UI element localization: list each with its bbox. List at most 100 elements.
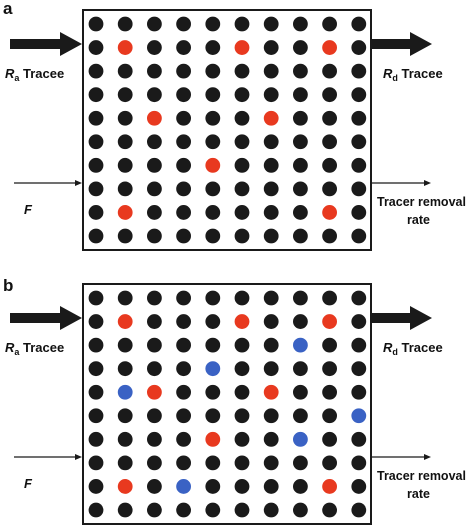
black-dot (176, 228, 192, 244)
inflow-arrow (10, 306, 82, 330)
outflow-label: Rd Tracee (383, 340, 443, 357)
black-dot (88, 87, 104, 103)
blue-tracer-dot (205, 361, 221, 377)
black-dot (351, 479, 367, 494)
red-tracer-dot (322, 479, 337, 494)
black-dot (176, 384, 192, 400)
inflow-symbol: R (5, 66, 15, 81)
black-dot (176, 408, 192, 424)
black-dot (351, 431, 367, 447)
black-dot (322, 181, 337, 197)
black-dot (117, 408, 133, 424)
black-dot (205, 314, 221, 329)
black-dot (322, 502, 337, 518)
black-dot (176, 314, 192, 329)
black-dot (234, 408, 250, 424)
black-dot (234, 479, 250, 494)
red-tracer-dot (117, 205, 133, 220)
tracer-inflow-label: F (24, 476, 33, 491)
red-tracer-dot (117, 479, 133, 494)
black-dot (88, 110, 104, 126)
outflow-symbol: R (383, 340, 393, 355)
black-dot (176, 87, 192, 103)
black-dot (293, 455, 308, 471)
red-tracer-dot (147, 110, 162, 126)
black-dot (263, 87, 279, 103)
black-dot (351, 290, 367, 306)
black-dot (351, 337, 367, 353)
panel-letter: a (3, 0, 13, 18)
black-dot (293, 181, 308, 197)
black-dot (147, 455, 162, 471)
black-dot (351, 384, 367, 400)
black-dot (351, 110, 367, 126)
black-dot (147, 228, 162, 244)
inflow-arrow (10, 32, 82, 56)
red-tracer-dot (205, 157, 221, 173)
black-dot (263, 337, 279, 353)
blue-tracer-dot (176, 479, 192, 494)
black-dot (88, 408, 104, 424)
tracer-inflow-arrow-head (75, 180, 82, 186)
black-dot (234, 63, 250, 79)
tracer-inflow-arrow-head (75, 454, 82, 460)
black-dot (117, 455, 133, 471)
black-dot (176, 181, 192, 197)
black-dot (176, 157, 192, 173)
black-dot (88, 479, 104, 494)
black-dot (322, 63, 337, 79)
black-dot (322, 408, 337, 424)
black-dot (293, 87, 308, 103)
black-dot (205, 384, 221, 400)
black-dot (234, 157, 250, 173)
black-dot (88, 205, 104, 220)
black-dot (205, 134, 221, 150)
blue-tracer-dot (351, 408, 367, 424)
black-dot (205, 40, 221, 55)
black-dot (176, 290, 192, 306)
blue-tracer-dot (293, 431, 308, 447)
black-dot (205, 87, 221, 103)
black-dot (293, 63, 308, 79)
black-dot (293, 205, 308, 220)
black-dot (117, 110, 133, 126)
black-dot (234, 181, 250, 197)
black-dot (351, 63, 367, 79)
black-dot (293, 314, 308, 329)
black-dot (322, 337, 337, 353)
black-dot (351, 181, 367, 197)
outflow-arrow (372, 32, 432, 56)
black-dot (234, 87, 250, 103)
black-dot (351, 228, 367, 244)
black-dot (176, 63, 192, 79)
black-dot (147, 87, 162, 103)
black-dot (176, 455, 192, 471)
black-dot (147, 361, 162, 377)
tracer-outflow-arrow-head (424, 454, 431, 460)
inflow-subscript: a (14, 73, 20, 83)
black-dot (234, 455, 250, 471)
black-dot (88, 314, 104, 329)
black-dot (117, 181, 133, 197)
black-dot (147, 16, 162, 32)
black-dot (322, 290, 337, 306)
black-dot (117, 337, 133, 353)
black-dot (293, 408, 308, 424)
black-dot (88, 384, 104, 400)
black-dot (147, 337, 162, 353)
red-tracer-dot (234, 40, 250, 55)
red-tracer-dot (234, 314, 250, 329)
black-dot (351, 40, 367, 55)
black-dot (351, 16, 367, 32)
black-dot (293, 384, 308, 400)
black-dot (263, 361, 279, 377)
black-dot (293, 16, 308, 32)
black-dot (263, 408, 279, 424)
black-dot (263, 16, 279, 32)
black-dot (234, 110, 250, 126)
black-dot (263, 455, 279, 471)
black-dot (263, 431, 279, 447)
black-dot (205, 205, 221, 220)
tracer-removal-label-line2: rate (407, 487, 430, 501)
black-dot (117, 134, 133, 150)
